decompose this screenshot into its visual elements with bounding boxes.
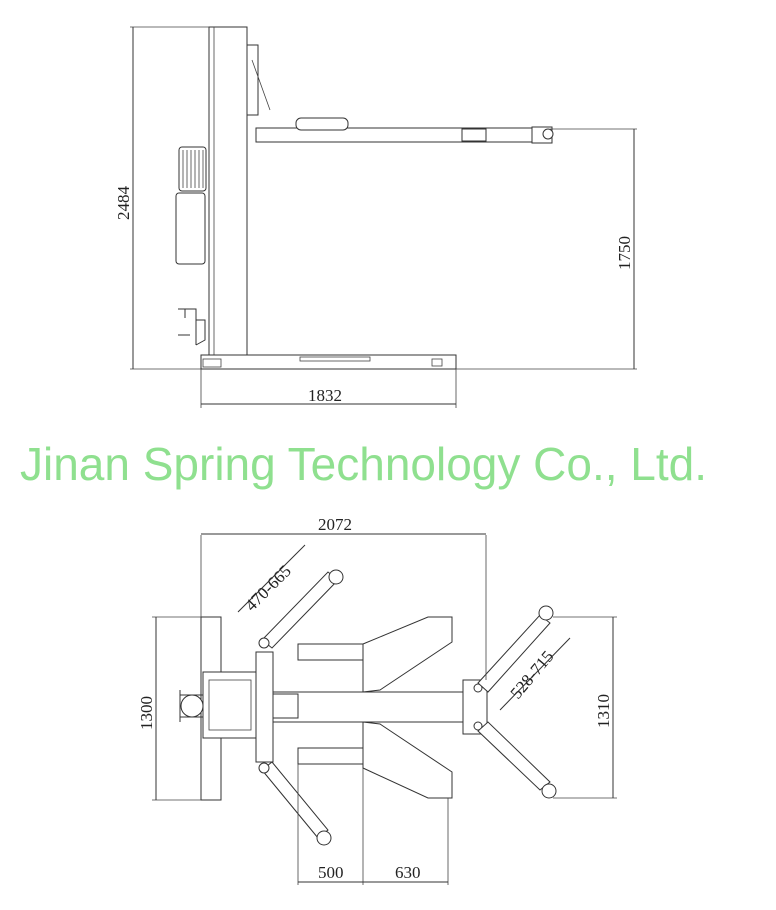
column-housing bbox=[202, 671, 258, 739]
dim-overall-width: 2072 bbox=[318, 515, 352, 534]
dim-span-right: 1310 bbox=[594, 694, 613, 728]
base-plate bbox=[200, 354, 457, 370]
lift-column bbox=[208, 26, 248, 359]
top-view: 2072 1300 470-665 528-715 1310 500 630 bbox=[137, 515, 617, 885]
dim-base-a: 500 bbox=[318, 863, 344, 882]
oil-tank bbox=[175, 192, 206, 265]
side-view: 2484 1750 1832 bbox=[114, 26, 637, 408]
dim-column-depth: 1300 bbox=[137, 696, 156, 730]
dim-base-length: 1832 bbox=[308, 386, 342, 405]
dim-base-b: 630 bbox=[395, 863, 421, 882]
dim-height-total: 2484 bbox=[114, 186, 133, 221]
dim-lift-height: 1750 bbox=[615, 236, 634, 270]
rear-arm bbox=[261, 761, 329, 839]
dim-arm-range-front: 470-665 bbox=[241, 561, 295, 615]
company-watermark: Jinan Spring Technology Co., Ltd. bbox=[20, 438, 707, 490]
main-beam bbox=[272, 691, 464, 723]
